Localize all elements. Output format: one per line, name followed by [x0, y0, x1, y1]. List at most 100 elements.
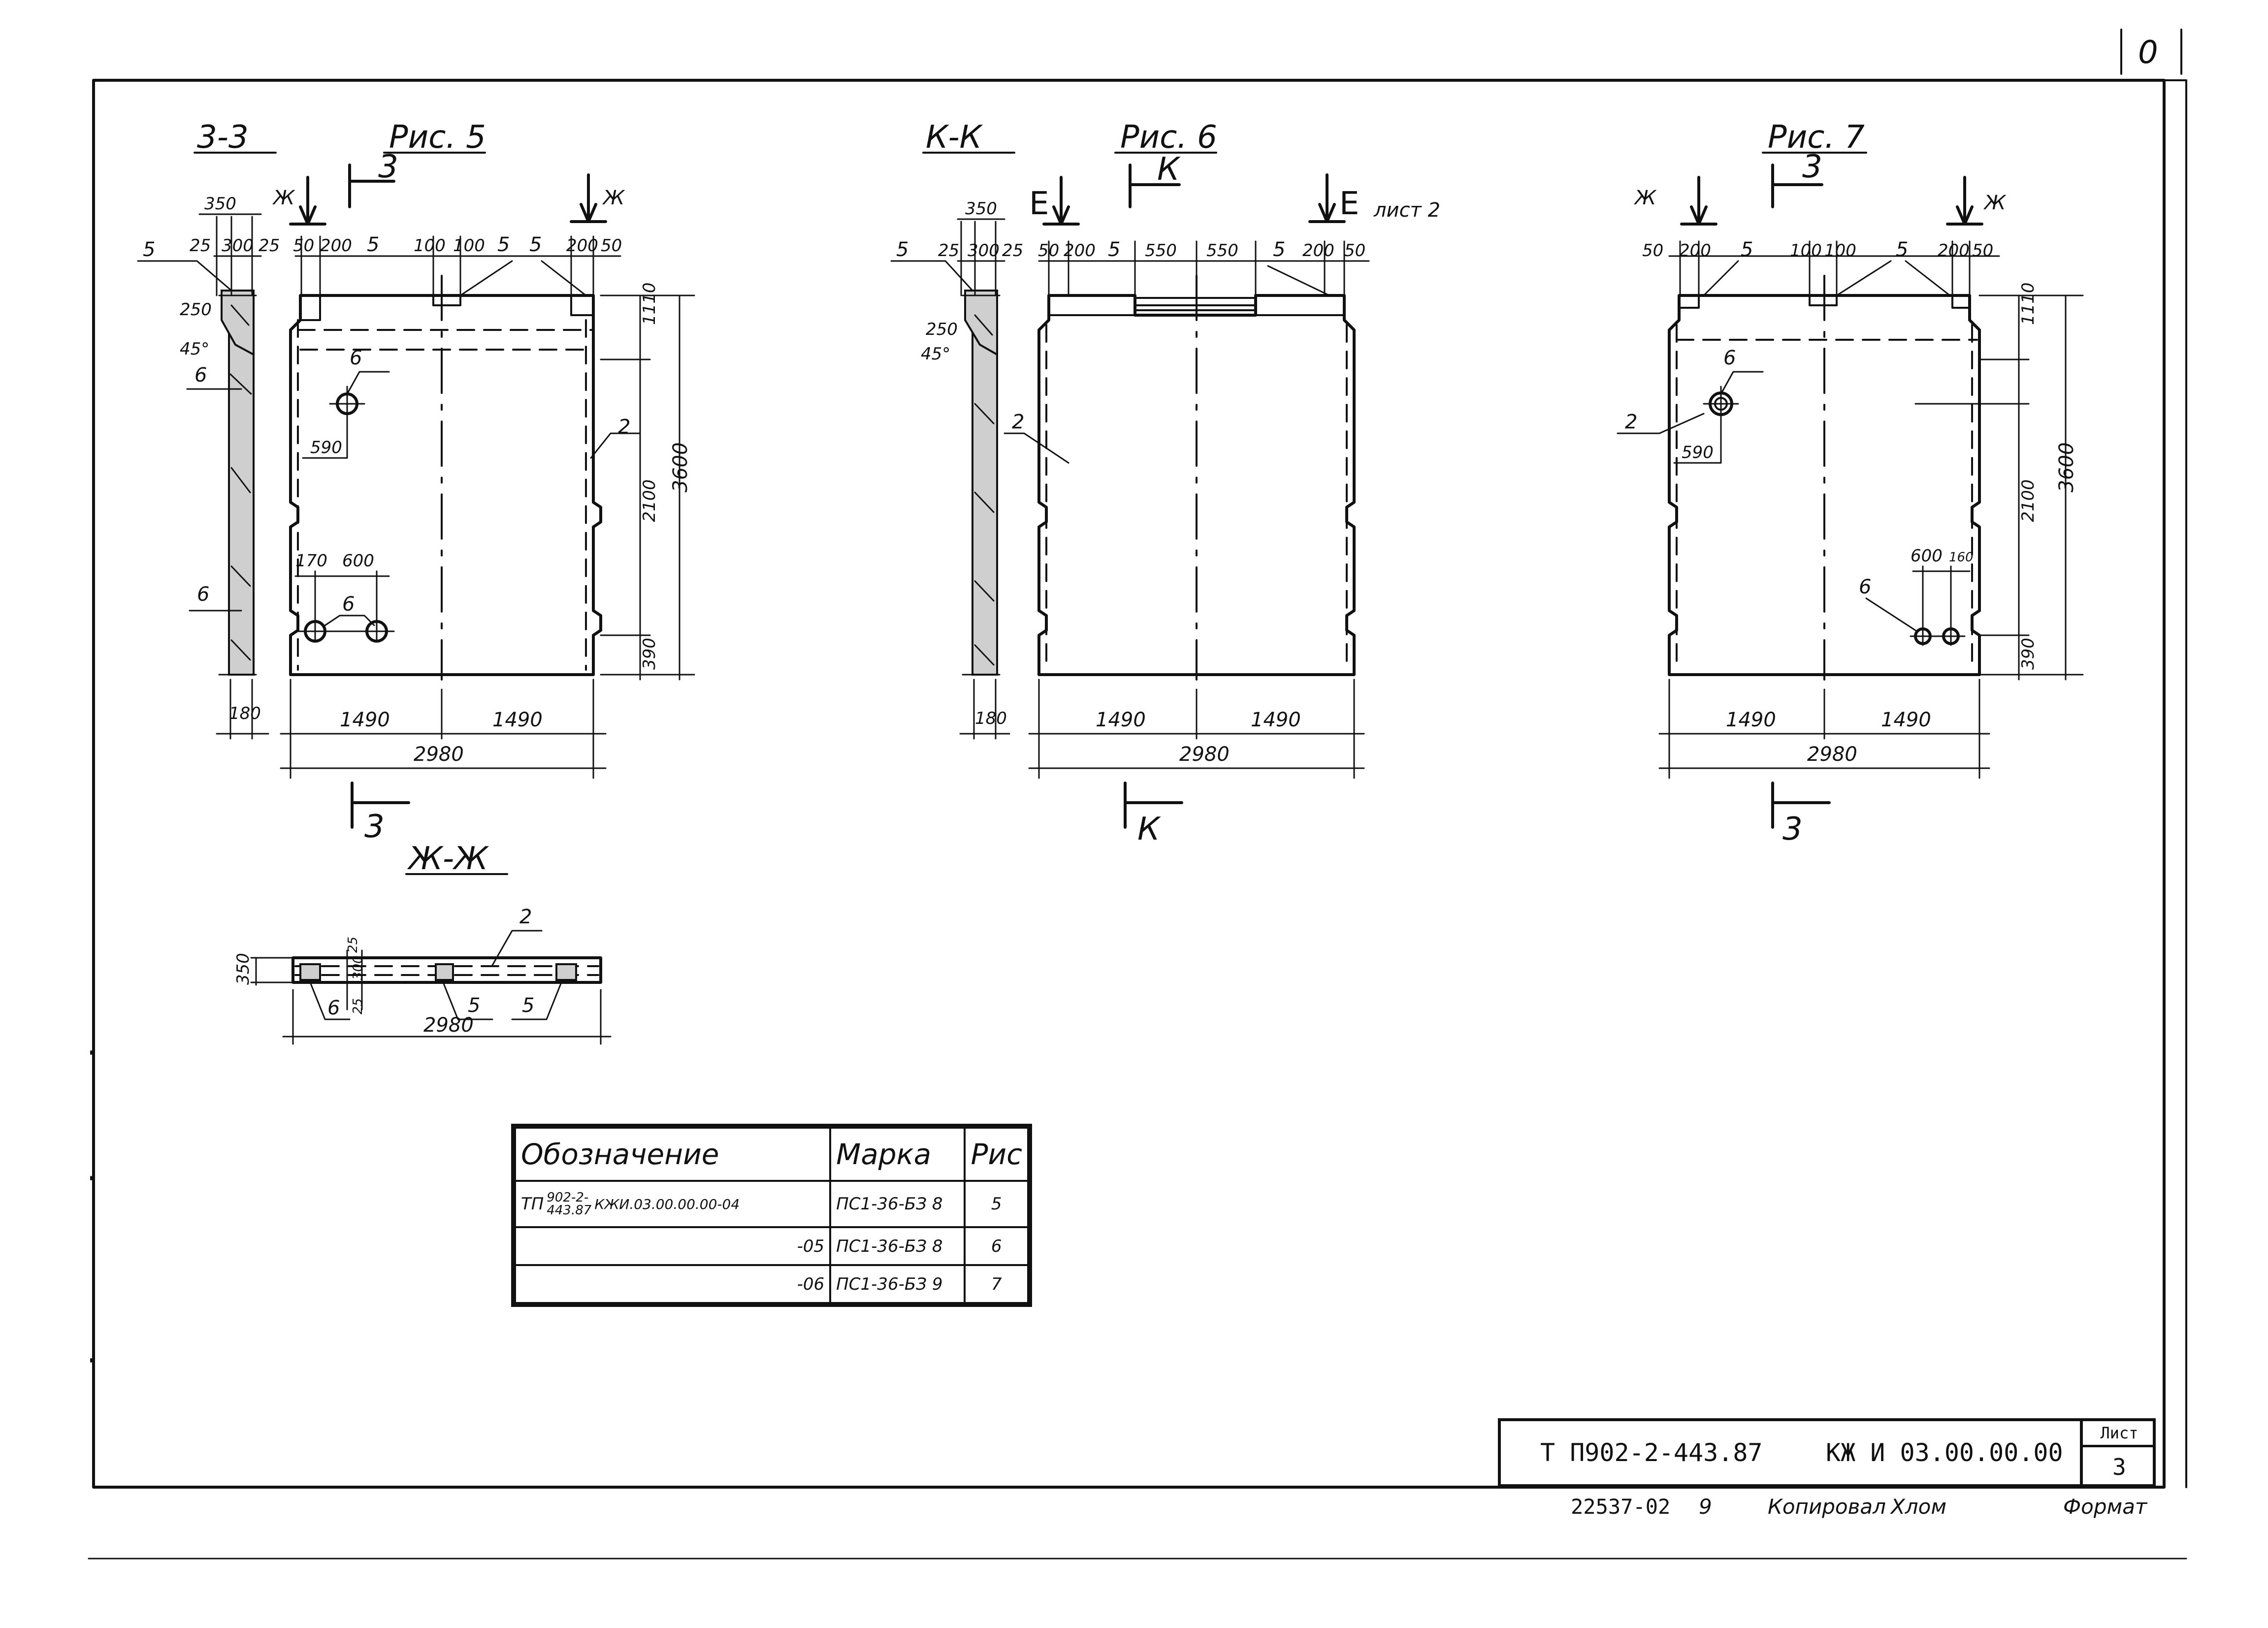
section-zh-label-2: 2: [519, 906, 532, 928]
fig5-label-6b: 6: [197, 583, 209, 606]
fig5-dim-1110: 1110: [640, 282, 659, 325]
fig7-cut-mark-bottom: 3: [1782, 811, 1803, 847]
fig7-dim-600: 600: [1911, 546, 1943, 566]
fig5-label-5: 5: [143, 238, 155, 261]
fig7-dim-3600: 3600: [2055, 442, 2078, 492]
fig5-dim-250: 250: [180, 300, 212, 320]
fig5-dim-180: 180: [229, 704, 261, 723]
spec-cell-fig: 5: [964, 1179, 1029, 1229]
fig5-dim-350: 350: [204, 194, 236, 214]
fig6-arrow-right-label: Е: [1339, 186, 1359, 222]
title-block-sheet-number: 3: [2112, 1454, 2126, 1480]
spec-cell-fig: 6: [964, 1226, 1029, 1267]
fig6-dim-550b: 550: [1206, 241, 1238, 260]
fig6-label-5: 5: [896, 238, 908, 261]
fig5-dim-600: 600: [342, 551, 374, 571]
fig6-section-label: К-К: [926, 119, 983, 156]
fig6-title: Рис. 6: [1120, 119, 1217, 156]
fig5-label-6c: 6: [350, 347, 362, 369]
fig6-dim-250: 250: [926, 320, 958, 339]
fig7-dim-50b: 50: [1972, 241, 1993, 260]
fig7-dim-200b: 200: [1938, 241, 1970, 260]
fig5-dim-45: 45°: [180, 339, 209, 359]
table-row: -05 ПС1-36-БЗ 8 6: [514, 1226, 1029, 1267]
footer-inventory: 22537-02: [1571, 1495, 1671, 1519]
fig5-title: Рис. 5: [389, 119, 486, 156]
fig6-sheet-ref: лист 2: [1373, 199, 1440, 222]
section-zh-dim-300: 300: [351, 955, 365, 980]
fig6-label-2: 2: [1012, 411, 1024, 433]
fig5-dim-5: 5: [367, 233, 379, 256]
spec-cell-designation: -05: [514, 1226, 832, 1267]
fig6-dim-45: 45°: [921, 344, 950, 364]
spec-designation-top: 902-2-: [547, 1190, 589, 1205]
fig6-dim-1490b: 1490: [1251, 709, 1301, 731]
fig7-dim-160: 160: [1949, 550, 1974, 565]
fig7-cut-mark-top: 3: [1802, 149, 1822, 185]
title-block-project: Т П902-2-443.87: [1540, 1438, 1763, 1467]
fig6-dim-550a: 550: [1145, 241, 1177, 260]
fig7-dim-50: 50: [1642, 241, 1663, 260]
fig5-cut-mark-top: 3: [378, 149, 398, 185]
spec-header-mark: Марка: [829, 1127, 966, 1182]
section-zh-label-5b: 5: [522, 994, 534, 1017]
fig7-title: Рис. 7: [1768, 119, 1865, 156]
fig5-dim-590: 590: [310, 438, 342, 457]
spec-cell-mark: ПС1-36-БЗ 9: [829, 1264, 966, 1304]
fig6-dim-200b: 200: [1302, 241, 1334, 260]
fig6-dim-350: 350: [965, 199, 997, 219]
fig5-section-label: 3-3: [197, 119, 249, 156]
fig5-dim-5b: 5: [497, 233, 510, 256]
footer-row: 22537-02 9 Копировал Хлом Формат: [1571, 1495, 2152, 1524]
fig5-label-6a: 6: [194, 364, 207, 387]
fig5-label-6d: 6: [342, 593, 355, 616]
sheet-frame: 0: [88, 29, 2187, 1560]
fig5-dim-200: 200: [320, 236, 352, 256]
fig6-dim-25a: 25: [938, 241, 959, 260]
section-zh-dim-2980: 2980: [423, 1014, 474, 1037]
corner-mark: 0: [2138, 34, 2158, 71]
fig7-label-6a: 6: [1723, 347, 1736, 369]
footer-format: Формат: [2063, 1495, 2147, 1519]
spec-cell-fig: 7: [964, 1264, 1029, 1304]
fig7-dim-2100: 2100: [2018, 479, 2038, 522]
fig5-dim-5c: 5: [529, 233, 542, 256]
section-zh-title: Ж-Ж: [407, 841, 489, 877]
fig7-dim-2980: 2980: [1807, 743, 1857, 766]
fig7-dim-100b: 100: [1824, 241, 1856, 260]
fig7-dim-5b: 5: [1896, 238, 1908, 261]
fig5-arrow-left-label: Ж: [272, 187, 295, 209]
section-zh-dim-350: 350: [233, 953, 253, 985]
fig7-arrow-right-label: Ж: [1983, 192, 2007, 214]
fig7-dim-5: 5: [1741, 238, 1753, 261]
fig6-dim-300: 300: [968, 241, 1000, 260]
section-zh-label-6: 6: [327, 997, 340, 1019]
fig5-dim-50: 50: [293, 236, 314, 256]
fig5-dim-50b: 50: [601, 236, 622, 256]
fig6-dim-180: 180: [975, 709, 1007, 728]
fig7-dim-1110: 1110: [2018, 282, 2038, 325]
fig7-dim-100a: 100: [1790, 241, 1822, 260]
fig5-dim-25a: 25: [190, 236, 211, 256]
title-block-sheet-label: Лист: [2083, 1421, 2156, 1447]
fig6-dim-5: 5: [1108, 238, 1120, 261]
fig6-dim-25b: 25: [1002, 241, 1023, 260]
section-zh-label-5a: 5: [468, 994, 480, 1017]
fig5-dim-200b: 200: [566, 236, 598, 256]
spec-designation-prefix: ТП: [521, 1194, 544, 1214]
figure-6: К-К Рис. 6 К Е Е лист 2 350 25 300 25 5 …: [890, 119, 1440, 847]
fig6-cut-mark-top: К: [1157, 151, 1181, 188]
footer-copied-by: Копировал: [1768, 1495, 1886, 1519]
fig7-label-6b: 6: [1859, 576, 1871, 598]
fig5-label-2: 2: [618, 416, 630, 438]
fig5-dim-1490b: 1490: [492, 709, 543, 731]
fig6-dim-1490a: 1490: [1096, 709, 1146, 731]
spec-cell-mark: ПС1-36-БЗ 8: [829, 1179, 966, 1229]
fig7-arrow-left-label: Ж: [1633, 187, 1657, 209]
spec-header-designation: Обозначение: [514, 1127, 832, 1182]
spec-designation-code: КЖИ.03.00.00.00-04: [594, 1196, 740, 1212]
fig6-dim-50: 50: [1038, 241, 1059, 260]
footer-copier: Хлом: [1891, 1495, 1946, 1519]
fig5-dim-390: 390: [640, 638, 659, 670]
